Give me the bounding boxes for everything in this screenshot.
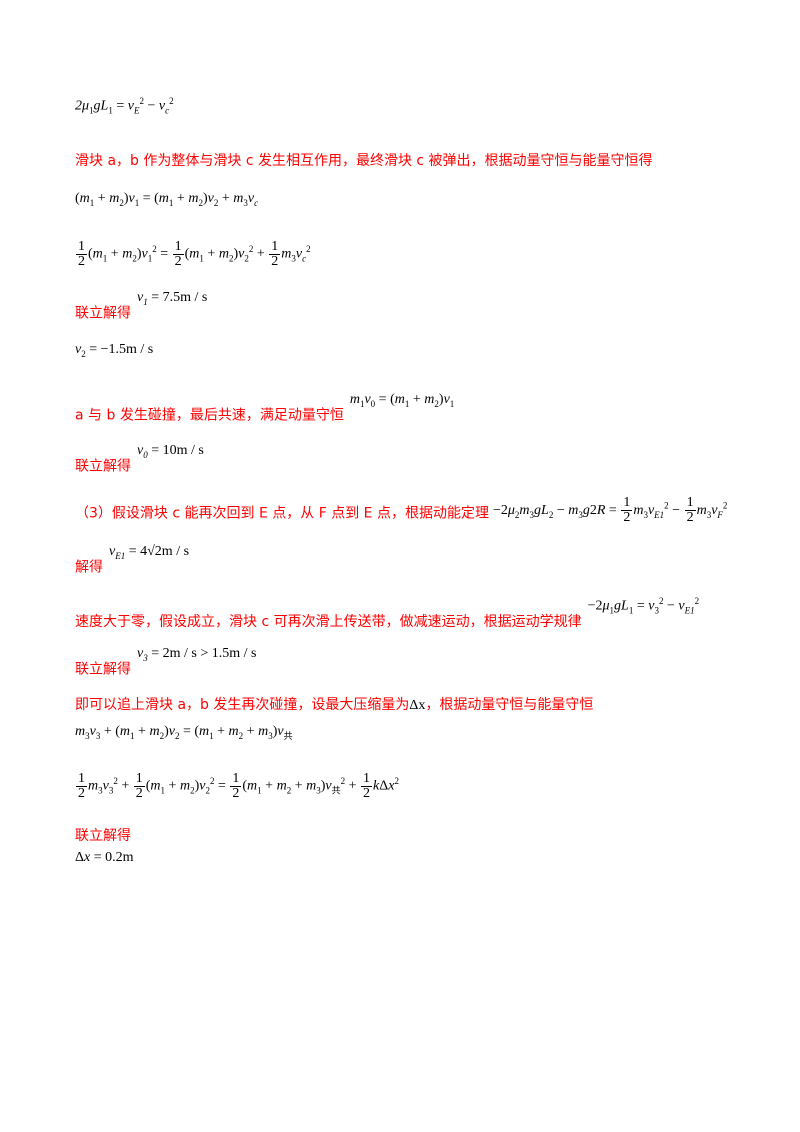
eq-v1-result: v1 = 7.5m / s	[137, 290, 208, 307]
eq-ab-momentum: m1v0 = (m1 + m2)v1	[349, 392, 455, 409]
second-collision-text-b: ，根据动量守恒与能量守恒	[425, 697, 594, 713]
eq-vE1-result: vE1 = 4√2m / s	[109, 544, 190, 561]
eq-delta-x-result: Δx = 0.2m	[75, 850, 134, 865]
solve-label: 联立解得	[75, 661, 131, 678]
collision-explanation: a 与 b 发生碰撞，最后共速，满足动量守恒	[75, 407, 344, 424]
solve-label-final: 联立解得	[75, 828, 131, 844]
eq-momentum-1: (m1 + m2)v1 = (m1 + m2)v2 + m3vc	[75, 191, 259, 208]
collision-row: a 与 b 发生碰撞，最后共速，满足动量守恒 m1v0 = (m1 + m2)v…	[75, 392, 454, 424]
delta-x-symbol: Δx	[409, 698, 426, 713]
part3-explanation: （3）假设滑块 c 能再次回到 E 点，从 F 点到 E 点，根据动能定理	[75, 505, 489, 522]
solve-row-2: 联立解得 v0 = 10m / s	[75, 443, 204, 475]
conveyor-explanation: 速度大于零，假设成立，滑块 c 可再次滑上传送带，做减速运动，根据运动学规律	[75, 613, 582, 630]
solve-label: 联立解得	[75, 305, 131, 322]
solve-row-4: 联立解得 v3 = 2m / s > 1.5m / s	[75, 646, 256, 678]
eq-kinematics: −2μ1gL1 = v32 − vE12	[587, 596, 700, 616]
second-collision-row: 即可以追上滑块 a，b 发生再次碰撞，设最大压缩量为Δx，根据动量守恒与能量守恒	[75, 694, 593, 714]
solve-label: 解得	[75, 559, 103, 576]
eq-v3-result: v3 = 2m / s > 1.5m / s	[137, 646, 257, 663]
second-collision-text-a: 即可以追上滑块 a，b 发生再次碰撞，设最大压缩量为	[75, 697, 410, 713]
part3-row: （3）假设滑块 c 能再次回到 E 点，从 F 点到 E 点，根据动能定理 −2…	[75, 496, 727, 525]
eq-v2-result: v2 = −1.5m / s	[75, 342, 154, 359]
solve-row-3: 解得 vE1 = 4√2m / s	[75, 544, 189, 576]
eq-v0-result: v0 = 10m / s	[137, 443, 204, 460]
solve-label: 联立解得	[75, 458, 131, 475]
eq-friction-energy: 2μ1gL1 = vE2 − vc2	[75, 96, 174, 116]
eq-momentum-2: m3v3 + (m1 + m2)v2 = (m1 + m2 + m3)v共	[75, 724, 293, 741]
solve-row-1: 联立解得 v1 = 7.5m / s	[75, 290, 207, 322]
conveyor-row: 速度大于零，假设成立，滑块 c 可再次滑上传送带，做减速运动，根据运动学规律 −…	[75, 596, 699, 631]
explanation-ab-c-interaction: 滑块 a，b 作为整体与滑块 c 发生相互作用，最终滑块 c 被弹出，根据动量守…	[75, 153, 653, 169]
